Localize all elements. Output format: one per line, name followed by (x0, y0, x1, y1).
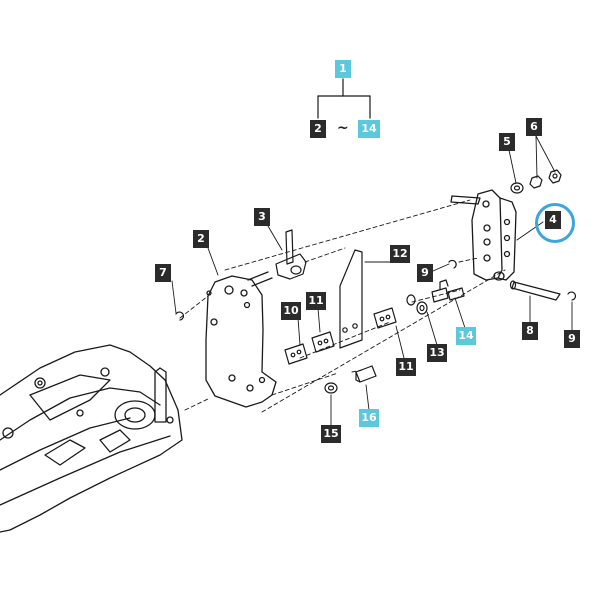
callout-8[interactable]: 8 (522, 322, 538, 340)
item-13-washers (406, 294, 428, 315)
assembly-lines (179, 199, 506, 413)
item-11-shim-left (311, 331, 335, 353)
item-15-washer (324, 382, 338, 394)
item-4-bracket (450, 189, 517, 281)
item-3-bolt (275, 229, 307, 280)
callout-15[interactable]: 15 (321, 425, 341, 443)
callout-5[interactable]: 5 (499, 133, 515, 151)
callout-11-right[interactable]: 11 (396, 358, 416, 376)
item-6-nuts (529, 169, 562, 189)
item-10-shim (284, 343, 308, 365)
item-16-bolt (355, 365, 377, 383)
callout-13[interactable]: 13 (427, 344, 447, 362)
item-9-clip-right (567, 291, 576, 301)
callout-14[interactable]: 14 (456, 327, 476, 345)
callout-4-highlighted[interactable]: 4 (545, 211, 561, 229)
range-to-callout-14[interactable]: 14 (358, 120, 380, 138)
item-5-washer (510, 182, 524, 194)
gearbox-housing (0, 344, 183, 533)
callout-11-left[interactable]: 11 (306, 292, 326, 310)
callout-9-right[interactable]: 9 (564, 330, 580, 348)
callout-2[interactable]: 2 (193, 230, 209, 248)
item-7-circlip (175, 311, 184, 321)
callout-9-upper[interactable]: 9 (417, 264, 433, 282)
range-separator: ~ (337, 120, 349, 136)
callout-6[interactable]: 6 (526, 118, 542, 136)
item-14-bolts (431, 279, 465, 303)
range-from-callout-2[interactable]: 2 (310, 120, 326, 138)
item-8-pin (509, 280, 561, 301)
highlight-ring (535, 203, 575, 243)
item-11-shim-right (373, 307, 397, 329)
callout-12[interactable]: 12 (390, 245, 410, 263)
item-12-blade (339, 249, 363, 349)
group-bracket (317, 78, 371, 119)
item-9-clip-upper (448, 259, 457, 269)
item-2-plate (205, 271, 277, 408)
callout-3[interactable]: 3 (254, 208, 270, 226)
callout-7[interactable]: 7 (155, 264, 171, 282)
callout-1[interactable]: 1 (335, 60, 351, 78)
callout-16[interactable]: 16 (359, 409, 379, 427)
leader-lines (171, 135, 573, 426)
callout-10[interactable]: 10 (281, 302, 301, 320)
